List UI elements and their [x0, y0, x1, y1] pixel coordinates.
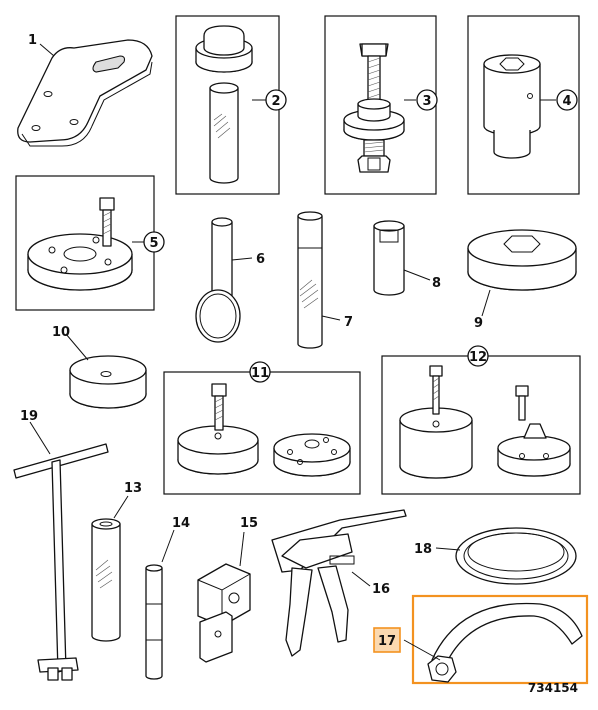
- part-10-group: [65, 333, 147, 409]
- part-tag-5: [143, 231, 165, 253]
- highlight-tag: [373, 627, 401, 653]
- part-3-group: [324, 15, 437, 195]
- highlight-frame: [411, 594, 589, 685]
- part-label-17: 17: [378, 634, 396, 649]
- part-label-10: 10: [52, 325, 70, 340]
- part-label-4: 4: [562, 94, 571, 109]
- part-2-group: [175, 15, 280, 195]
- part-label-15: 15: [240, 516, 258, 531]
- part-16-group: [271, 509, 407, 657]
- part-tag-3: [416, 89, 438, 111]
- part-label-1: 1: [28, 33, 37, 48]
- part-label-7: 7: [344, 315, 353, 330]
- part-5-group: [15, 175, 155, 311]
- part-9-group: [467, 229, 577, 317]
- part-17-group: [403, 594, 589, 685]
- part-label-8: 8: [432, 276, 441, 291]
- part-label-13: 13: [124, 481, 142, 496]
- part-label-19: 19: [20, 409, 38, 424]
- part-tag-4: [556, 89, 578, 111]
- part-14-group: [145, 529, 175, 680]
- figure-reference-code: 734154: [528, 681, 578, 695]
- part-label-9: 9: [474, 316, 483, 331]
- part-label-11: 11: [251, 366, 269, 381]
- part-1-plate: [17, 39, 153, 147]
- part-18-group: [435, 527, 577, 585]
- part-12-group: [381, 355, 581, 495]
- part-label-12: 12: [469, 350, 487, 365]
- part-label-14: 14: [172, 516, 190, 531]
- part-7-group: [297, 211, 341, 349]
- part-label-6: 6: [256, 252, 265, 267]
- part-6-group: [195, 217, 253, 343]
- part-label-16: 16: [372, 582, 390, 597]
- part-4-group: [467, 15, 580, 195]
- part-label-3: 3: [422, 94, 431, 109]
- part-11-group: [163, 371, 361, 495]
- part-15-group: [197, 531, 251, 663]
- part-19-group: [13, 421, 109, 681]
- part-8-group: [373, 220, 431, 296]
- part-label-5: 5: [149, 236, 158, 251]
- part-tag-12: [467, 345, 489, 367]
- part-13-group: [91, 495, 129, 642]
- part-label-2: 2: [271, 94, 280, 109]
- part-tag-2: [265, 89, 287, 111]
- part-tag-11: [249, 361, 271, 383]
- part-label-18: 18: [414, 542, 432, 557]
